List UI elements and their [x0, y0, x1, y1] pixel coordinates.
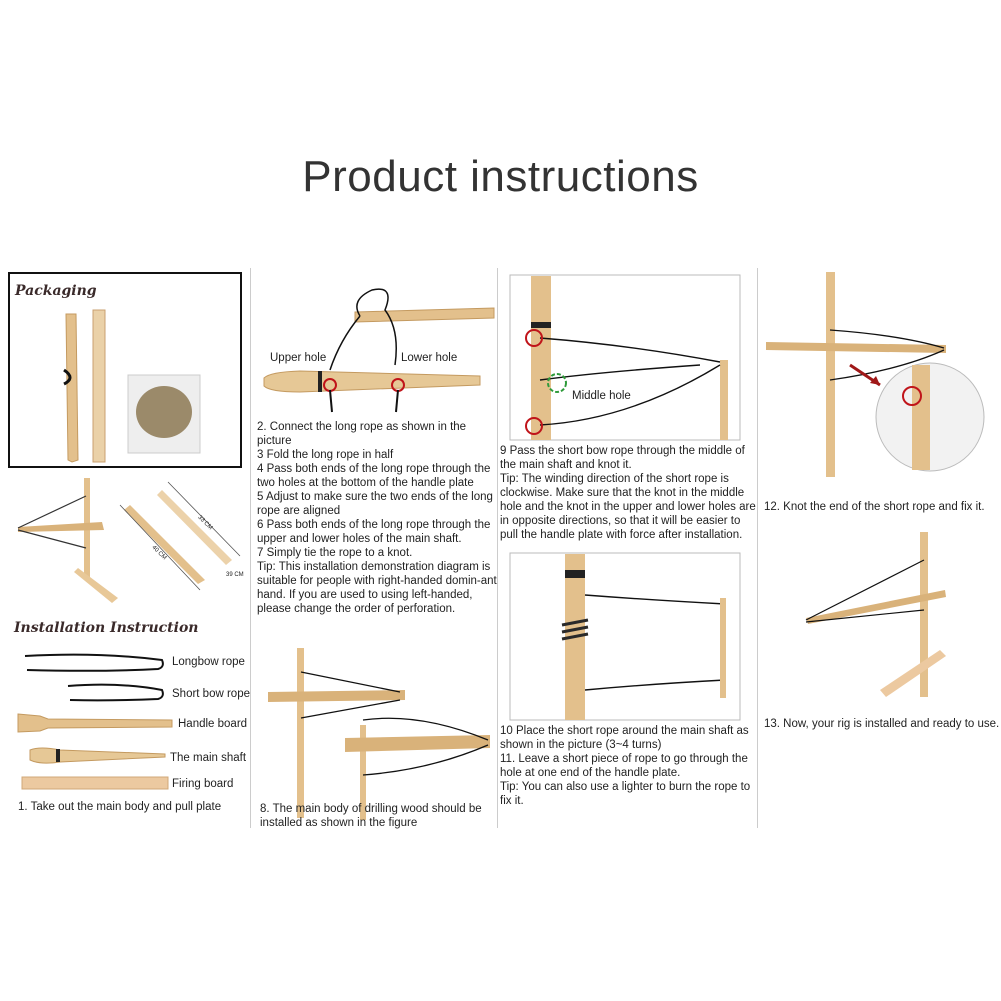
- frame-step9: [509, 274, 741, 441]
- step-4: 4 Pass both ends of the long rope throug…: [257, 463, 491, 489]
- step-5: 5 Adjust to make sure the two ends of th…: [257, 491, 493, 517]
- part-label: Longbow rope: [172, 656, 245, 668]
- step-7: 7 Simply tie the rope to a knot.: [257, 547, 413, 559]
- part-label: Handle board: [178, 718, 248, 730]
- steps-10-11: 10 Place the short rope around the main …: [500, 724, 758, 808]
- middle-hole-label: Middle hole: [572, 390, 631, 402]
- column-divider: [497, 268, 498, 828]
- packaging-image: [63, 309, 201, 463]
- assembled-rig-image: [17, 478, 118, 603]
- installation-heading: Installation Instruction: [14, 620, 199, 636]
- tip-handedness: Tip: This installation demonstration dia…: [257, 561, 497, 615]
- step-3: 3 Fold the long rope in half: [257, 449, 394, 461]
- step-2: 2. Connect the long rope as shown in the…: [257, 421, 467, 447]
- step-6: 6 Pass both ends of the long rope throug…: [257, 519, 491, 545]
- part-label: Short bow rope: [172, 688, 250, 700]
- column-divider: [757, 268, 758, 828]
- lower-hole-label: Lower hole: [401, 352, 458, 364]
- winding-diagram: [561, 554, 726, 720]
- main-body-diagram: [268, 648, 490, 820]
- column-divider: [250, 268, 251, 828]
- step-10: 10 Place the short rope around the main …: [500, 725, 749, 751]
- steps-2-7: 2. Connect the long rope as shown in the…: [257, 420, 497, 616]
- step-12: 12. Knot the end of the short rope and f…: [764, 501, 985, 513]
- long-rope-diagram: [263, 288, 495, 413]
- short-rope-diagram: [525, 276, 728, 440]
- step-1: 1. Take out the main body and pull plate: [18, 801, 222, 813]
- knot-diagram: [766, 272, 985, 477]
- dimensions-image: [119, 481, 241, 591]
- step-9: 9 Pass the short bow rope through the mi…: [500, 444, 758, 542]
- step-11: 11. Leave a short piece of rope to go th…: [500, 753, 748, 779]
- step-13: 13. Now, your rig is installed and ready…: [764, 718, 1000, 730]
- part-label: The main shaft: [170, 752, 247, 764]
- parts-image: [17, 653, 173, 790]
- packaging-heading: Packaging: [15, 283, 97, 299]
- tip-11: Tip: You can also use a lighter to burn …: [500, 781, 751, 807]
- dimension-label: 39 CM: [226, 572, 244, 578]
- part-label: Firing board: [172, 778, 234, 790]
- finished-rig-diagram: [805, 532, 946, 697]
- step-9-text: 9 Pass the short bow rope through the mi…: [500, 445, 745, 471]
- packaging-box: [8, 272, 242, 468]
- page-title: Product instructions: [302, 152, 699, 201]
- step-8: 8. The main body of drilling wood should…: [260, 803, 482, 829]
- frame-step10: [509, 552, 741, 721]
- upper-hole-label: Upper hole: [270, 352, 327, 364]
- tip-9: Tip: The winding direction of the short …: [500, 473, 756, 541]
